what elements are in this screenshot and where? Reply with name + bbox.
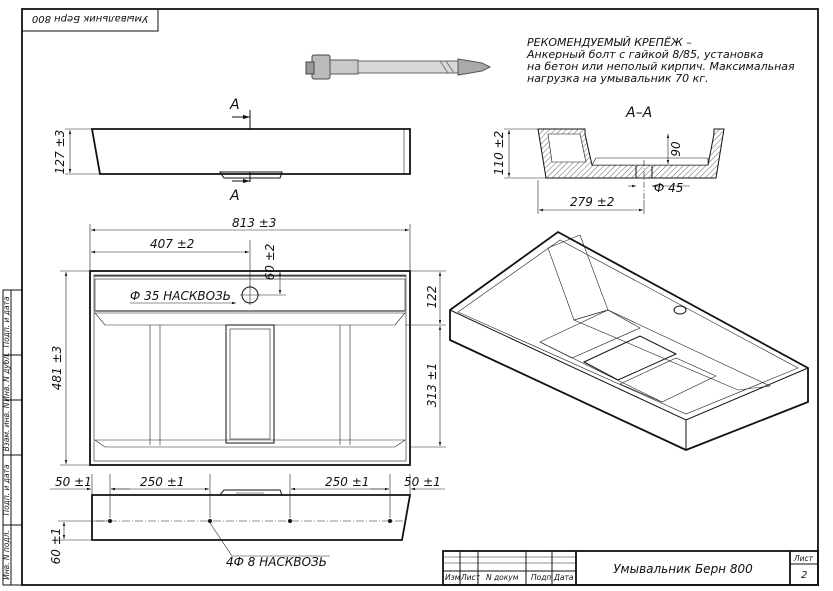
section-title: A–A <box>625 105 652 121</box>
dim-d45: Ф 45 <box>654 181 683 195</box>
side-label-3: Взам. инв. N <box>2 402 11 451</box>
top-stamp-box <box>21 8 159 32</box>
front-view: A A 127 ±3 <box>53 97 411 204</box>
dim-90: 90 <box>669 141 683 157</box>
tb-sheet-label: Лист <box>793 554 814 563</box>
tb-sheet-no: 2 <box>801 570 807 581</box>
rear-view: 50 ±1 250 ±1 250 ±1 50 ±1 60 ±1 4Ф 8 НАС… <box>49 474 445 569</box>
dim-127: 127 ±3 <box>53 130 67 174</box>
section-a-a: A–A 110 ±2 90 Ф 45 279 ±2 <box>492 105 725 214</box>
dim-813: 813 ±3 <box>232 216 276 230</box>
fastener-note: РЕКОМЕНДУЕМЫЙ КРЕПЁЖ – Анкерный болт с г… <box>526 36 795 85</box>
dim-50-right: 50 ±1 <box>404 475 441 489</box>
dim-481: 481 ±3 <box>50 346 64 390</box>
tb-col-list: Лист <box>460 573 481 582</box>
tb-title: Умывальник Берн 800 <box>613 562 753 576</box>
dim-250-right: 250 ±1 <box>325 475 369 489</box>
note-line-3: на бетон или неполый кирпич. Максимальна… <box>527 60 795 73</box>
dim-110: 110 ±2 <box>492 131 506 175</box>
side-label-2: Инв. N дубл. <box>2 352 11 401</box>
dim-60-bottom: 60 ±1 <box>49 528 63 565</box>
dim-60-top: 60 ±2 <box>263 244 277 281</box>
side-label-5: Инв. N подл. <box>2 530 11 580</box>
dim-250-left: 250 ±1 <box>140 475 184 489</box>
tb-col-podp: Подп <box>531 573 551 582</box>
dim-50-left: 50 ±1 <box>55 475 92 489</box>
dim-279: 279 ±2 <box>570 195 614 209</box>
dim-hole35: Ф 35 НАСКВОЗЬ <box>130 289 231 303</box>
note-line-1: РЕКОМЕНДУЕМЫЙ КРЕПЁЖ – <box>527 36 692 49</box>
dim-holes8: 4Ф 8 НАСКВОЗЬ <box>226 555 327 569</box>
iso-tap-hole <box>673 305 687 315</box>
dim-313: 313 ±1 <box>425 363 439 407</box>
isometric-view <box>449 230 809 451</box>
note-line-2: Анкерный болт с гайкой 8/85, установка <box>526 48 764 61</box>
top-stamp-text: Умывальник Берн 800 <box>32 13 148 24</box>
tb-col-izm: Изм <box>445 573 461 582</box>
tb-col-ndokum: N докум <box>486 573 519 582</box>
side-label-4: Подп. и дата <box>2 464 11 515</box>
side-strip: Подп. и дата Инв. N дубл. Взам. инв. N П… <box>2 289 23 586</box>
dim-407: 407 ±2 <box>150 237 194 251</box>
section-mark-top: A <box>229 97 240 113</box>
side-label-1: Подп. и дата <box>2 296 11 347</box>
section-mark-bottom: A <box>229 188 240 204</box>
plan-view: Ф 35 НАСКВОЗЬ 813 ±3 407 ±2 60 ±2 122 31… <box>50 216 446 466</box>
dim-122: 122 <box>425 286 439 309</box>
anchor-bolt-icon <box>305 54 492 80</box>
note-line-4: нагрузка на умывальник 70 кг. <box>527 72 709 85</box>
title-block: Изм Лист N докум Подп Дата Умывальник Бе… <box>442 550 819 586</box>
tb-col-data: Дата <box>553 573 574 582</box>
